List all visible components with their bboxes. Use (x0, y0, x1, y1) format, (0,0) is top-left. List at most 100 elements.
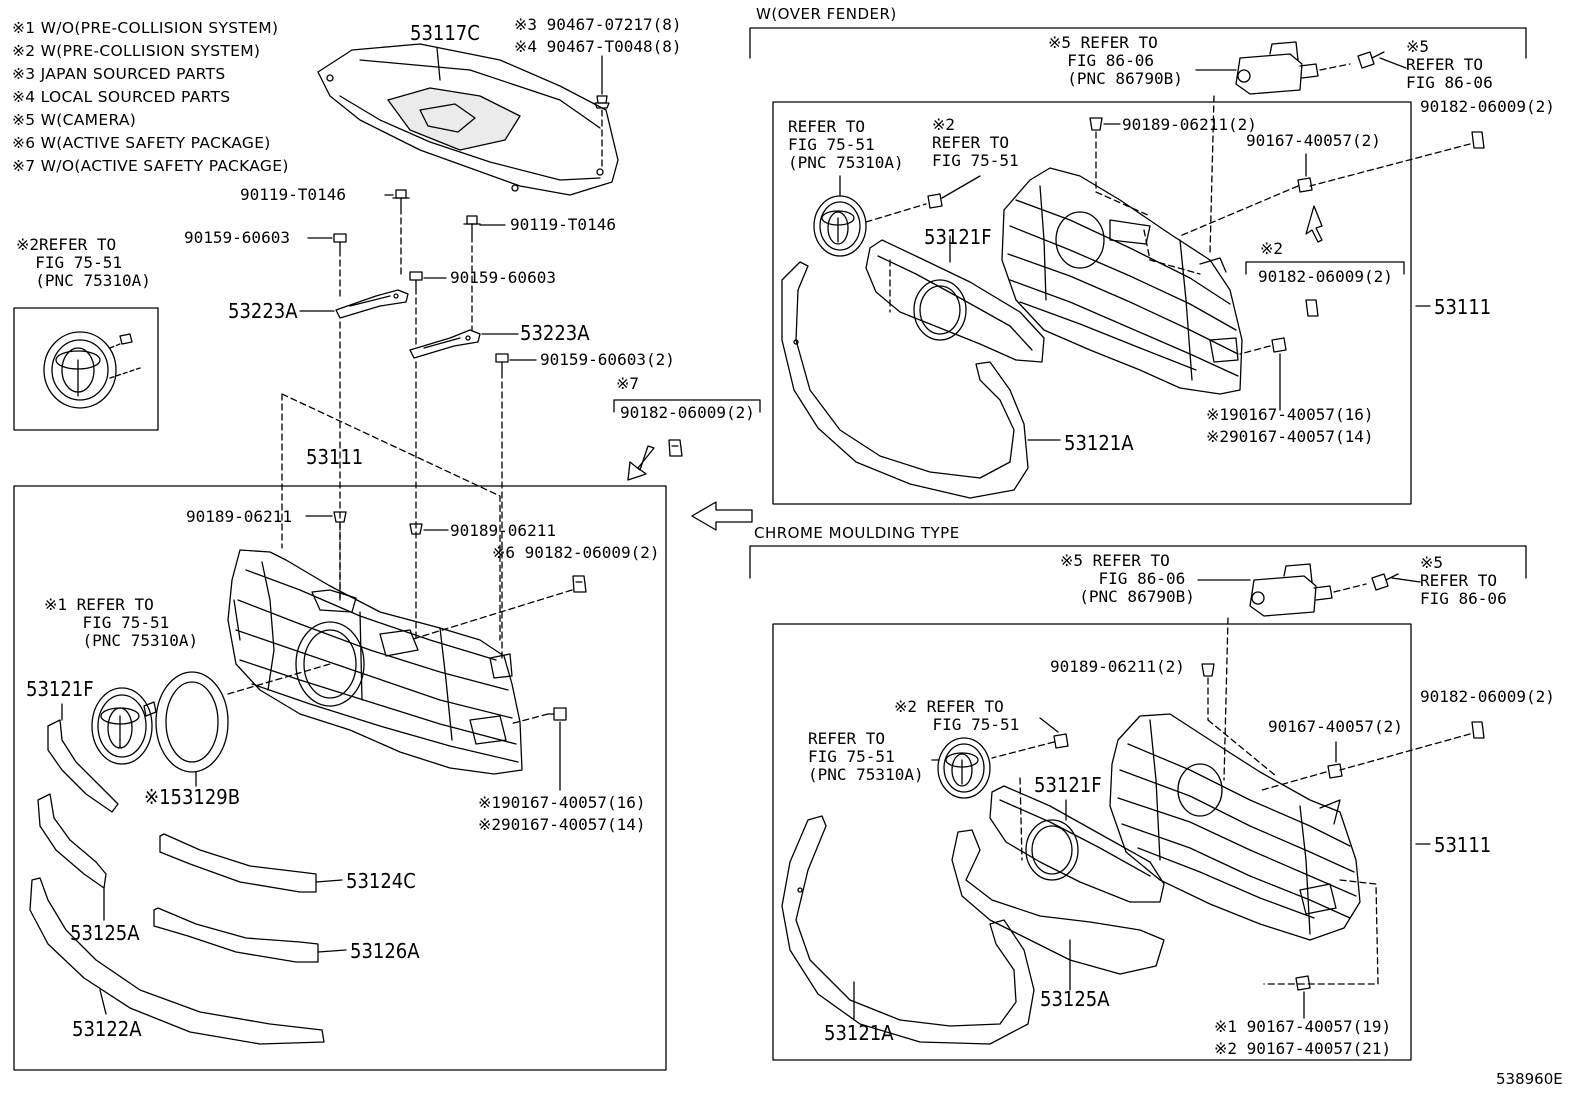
fastener-90467-local: ※4 90467-T0048(8) (514, 37, 682, 56)
part-53124C: 53124C (346, 869, 416, 893)
diagram-id: 538960E (1496, 1070, 1563, 1088)
screw-90167-over-fender-b (1239, 337, 1287, 411)
ref-camera-right-over-fender: ※5 REFER TO FIG 86-06 (1406, 37, 1493, 92)
note-5: ※5 W(CAMERA) (12, 111, 137, 129)
spoiler-53122A (29, 877, 325, 1045)
emblem-icon-main (91, 687, 157, 765)
part-90159-c: 90159-60603(2) (540, 350, 675, 369)
moulding-53124C (159, 833, 343, 893)
part-90189-b: 90189-06211 (450, 521, 556, 540)
camera-icon-over-fender (1195, 41, 1351, 255)
ring-53129B (155, 663, 331, 787)
bolt-90119-b (463, 215, 506, 331)
emblem-icon-over-fender (813, 175, 927, 257)
part-53121A-chrome: 53121A (824, 1021, 894, 1045)
nut-90189-chrome (1201, 663, 1277, 777)
part-90167-chrome-1: ※1 90167-40057(19) (1214, 1017, 1392, 1036)
surround-53121A-chrome (781, 815, 1035, 1045)
screw-90167-chrome-b (1295, 975, 1311, 1019)
part-90167-chrome-2: ※2 90167-40057(21) (1214, 1039, 1392, 1058)
emblem-icon-chrome (931, 737, 991, 799)
part-53121F-chrome: 53121F (1034, 773, 1102, 797)
screw-90159-a (307, 233, 347, 297)
part-53111-main: 53111 (306, 445, 364, 469)
part-90182-over-fender-a: 90182-06009(2) (1420, 97, 1555, 116)
part-53223A-b: 53223A (520, 321, 590, 345)
part-90159-a: 90159-60603 (184, 228, 290, 247)
part-53111-chrome: 53111 (1434, 833, 1492, 857)
part-90167-over-fender-1: ※190167-40057(16) (1206, 405, 1374, 424)
part-90119-a: 90119-T0146 (240, 185, 346, 204)
clip-90467 (594, 55, 610, 171)
ref-sensor-chrome: ※2 REFER TO FIG 75-51 (894, 697, 1020, 734)
part-90182-6: ※6 90182-06009(2) (492, 543, 660, 562)
note-3: ※3 JAPAN SOURCED PARTS (12, 65, 226, 83)
part-90159-b: 90159-60603 (450, 268, 556, 287)
note-6: ※6 W(ACTIVE SAFETY PACKAGE) (12, 134, 271, 152)
part-90167-over-fender: 90167-40057(2) (1246, 131, 1381, 150)
fastener-90467-jp: ※3 90467-07217(8) (514, 15, 682, 34)
part-90167-main-2: ※290167-40057(14) (478, 815, 646, 834)
ref-sensor-over-fender: ※2 REFER TO FIG 75-51 (932, 115, 1019, 170)
note-2-mark-over-fender: ※2 (1260, 239, 1284, 258)
bolt-90119-a (384, 189, 410, 277)
part-90167-main-1: ※190167-40057(16) (478, 793, 646, 812)
header-chrome-moulding: CHROME MOULDING TYPE (754, 524, 960, 542)
clip-90182-over-fender-a (1309, 131, 1485, 187)
clip-90182-chrome (1339, 721, 1485, 771)
part-90167-chrome: 90167-40057(2) (1268, 717, 1403, 736)
ref-emblem-chrome: REFER TO FIG 75-51 (PNC 75310A) (808, 729, 924, 784)
surround-53121A-over-fender (781, 261, 1061, 499)
clip-90182-over-fender-b (1305, 299, 1319, 317)
emblem-icon-ref-left (43, 331, 141, 409)
moulding-53121F-over-fender (865, 235, 1045, 363)
ref-camera-over-fender: ※5 REFER TO FIG 86-06 (PNC 86790B) (1048, 33, 1183, 88)
part-90189-over-fender: 90189-06211(2) (1122, 115, 1257, 134)
nut-90189-b (409, 523, 449, 535)
bracket-53223A-b (409, 329, 519, 641)
moulding-53126A (153, 907, 347, 963)
arrow-left-icon (691, 501, 753, 531)
part-53111-over-fender: 53111 (1434, 295, 1492, 319)
part-53121F-main: 53121F (26, 677, 94, 701)
note-7: ※7 W/O(ACTIVE SAFETY PACKAGE) (12, 157, 289, 175)
part-53223A-a: 53223A (228, 299, 298, 323)
screw-90167-main (509, 707, 567, 791)
grille-53111-main (227, 549, 523, 775)
note-7-mark: ※7 (616, 374, 640, 393)
screw-camera-over-fender (1357, 51, 1407, 69)
grille-53111-over-fender (1001, 167, 1243, 395)
screw-camera-chrome (1371, 573, 1421, 591)
part-53122A: 53122A (72, 1017, 142, 1041)
moulding-53121F-chrome (989, 777, 1165, 903)
part-53126A: 53126A (350, 939, 420, 963)
part-90182-7: 90182-06009(2) (620, 403, 755, 422)
part-53121F-over-fender: 53121F (924, 225, 992, 249)
part-90119-b: 90119-T0146 (510, 215, 616, 234)
part-53121A-over-fender: 53121A (1064, 431, 1134, 455)
part-53117C: 53117C (410, 21, 480, 45)
part-53125A-chrome: 53125A (1040, 987, 1110, 1011)
part-53129B: ※153129B (144, 785, 241, 809)
camera-icon-chrome (1197, 563, 1367, 781)
moulding-53125A-chrome (951, 829, 1165, 991)
screw-90167-chrome (1261, 741, 1343, 791)
clip-90182-6 (409, 575, 587, 641)
screw-90167-over-fender (1179, 153, 1313, 237)
header-over-fender: W(OVER FENDER) (756, 5, 897, 23)
screw-90159-c (495, 353, 537, 661)
screw-90159-b (409, 271, 447, 347)
note-2: ※2 W(PRE-COLLISION SYSTEM) (12, 42, 261, 60)
part-90182-over-fender-b: 90182-06009(2) (1258, 267, 1393, 286)
ref-camera-right-chrome: ※5 REFER TO FIG 86-06 (1420, 553, 1507, 608)
part-90182-chrome: 90182-06009(2) (1420, 687, 1555, 706)
arrow-up-icon (1305, 205, 1323, 243)
nut-90189-a (305, 511, 347, 601)
ref-box-emblem: ※2REFER TO FIG 75-51 (PNC 75310A) (16, 235, 151, 290)
radiator-cover-53117C (317, 43, 619, 196)
sensor-screw-over-fender (927, 175, 981, 209)
part-90189-a: 90189-06211 (186, 507, 292, 526)
sensor-screw-chrome (991, 717, 1069, 759)
nut-90189-over-fender (1089, 117, 1151, 217)
